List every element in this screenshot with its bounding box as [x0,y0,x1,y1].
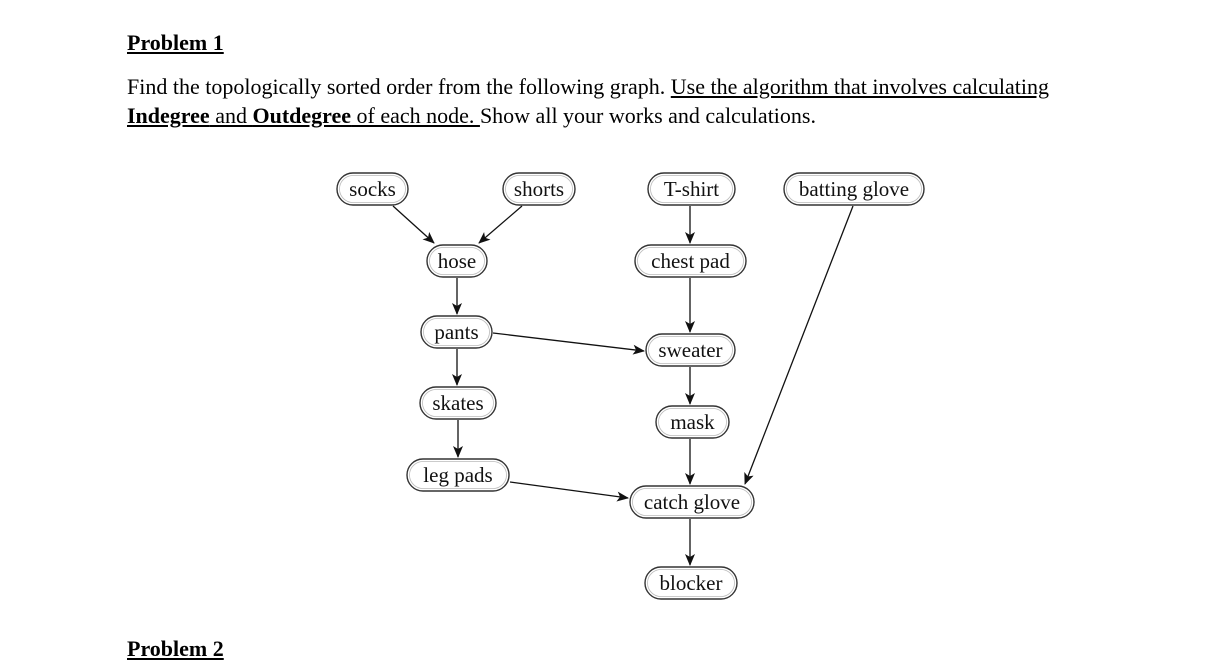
node-label-chestpad: chest pad [651,249,730,273]
node-label-skates: skates [432,391,483,415]
instruction-underlined-1: Use the algorithm that involves calculat… [670,74,1049,99]
node-blocker: blocker [644,566,738,600]
node-label-pants: pants [434,320,478,344]
instruction-text-1: Find the topologically sorted order from… [127,74,671,99]
node-border [420,315,493,349]
node-inner-border [632,488,752,516]
node-inner-border [423,318,490,346]
node-hose: hose [426,244,488,278]
node-inner-border [505,175,573,203]
node-label-legpads: leg pads [423,463,492,487]
node-label-blocker: blocker [660,571,723,595]
node-border [406,458,510,492]
instruction-underlined-2: and [209,103,253,128]
edges-layer [392,205,854,566]
node-label-catch: catch glove [644,490,740,514]
node-inner-border [409,461,507,489]
node-inner-border [637,247,744,275]
node-inner-border [648,336,733,364]
node-border [502,172,576,206]
node-border [645,333,736,367]
edge-batting-to-catch [744,205,854,485]
node-socks: socks [336,172,409,206]
node-shorts: shorts [502,172,576,206]
node-border [419,386,497,420]
edge-legpads-to-catch [509,481,629,502]
node-inner-border [647,569,735,597]
edge-shorts-to-hose [478,205,523,244]
node-tshirt: T-shirt [647,172,736,206]
node-inner-border [339,175,406,203]
node-label-shorts: shorts [514,177,564,201]
node-mask: mask [655,405,730,439]
problem-1-instructions: Find the topologically sorted order from… [127,72,1087,130]
instruction-text-2: Show all your works and calculations. [479,103,816,128]
node-label-hose: hose [438,249,477,273]
instruction-underlined-3: of each node. [351,103,480,128]
node-inner-border [786,175,922,203]
problem-1-heading: Problem 1 [127,30,224,55]
node-catch: catch glove [629,485,755,519]
node-border [783,172,925,206]
node-label-sweater: sweater [658,338,722,362]
node-inner-border [658,408,727,436]
node-inner-border [650,175,733,203]
node-skates: skates [419,386,497,420]
node-inner-border [422,389,494,417]
node-inner-border [429,247,485,275]
indegree-term: Indegree [127,103,210,128]
problem-2-heading: Problem 2 [127,636,224,661]
nodes-layer: socks shorts T-shirt batting glove hose chest… [336,172,925,600]
outdegree-term: Outdegree [252,103,352,128]
edge-socks-to-hose [392,205,435,244]
node-border [629,485,755,519]
node-border [644,566,738,600]
node-legpads: leg pads [406,458,510,492]
node-label-socks: socks [349,177,396,201]
node-border [336,172,409,206]
node-label-mask: mask [670,410,715,434]
node-border [655,405,730,439]
edge-pants-to-sweater [492,332,645,355]
node-border [647,172,736,206]
node-label-tshirt: T-shirt [664,177,719,201]
node-pants: pants [420,315,493,349]
node-border [426,244,488,278]
node-chestpad: chest pad [634,244,747,278]
node-label-batting: batting glove [799,177,909,201]
node-sweater: sweater [645,333,736,367]
node-batting: batting glove [783,172,925,206]
node-border [634,244,747,278]
